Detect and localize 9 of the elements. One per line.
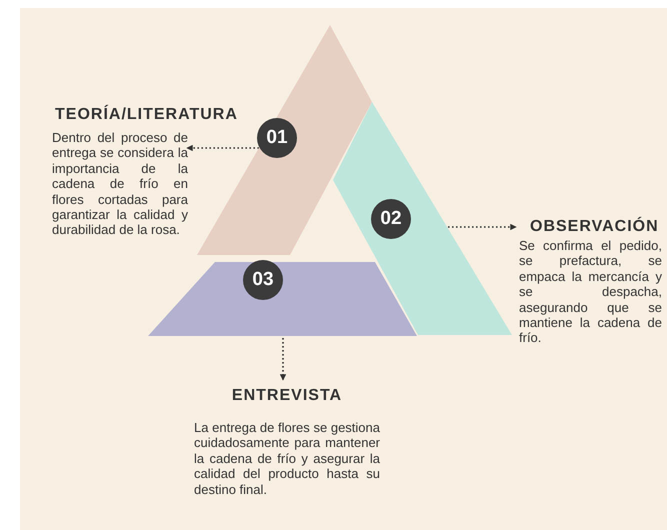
dotted-arrow bbox=[280, 338, 286, 381]
dotted-arrow bbox=[448, 224, 517, 230]
description-text: La entrega de flores se gestiona cuidadosamente para mantener la cadena de frío y asegurar la calidad del producto hasta su destino final. bbox=[194, 420, 380, 498]
description-text: Se confirma el pedido, se prefactura, se empaca la mercancía y se despacha, asegurando que se mantiene la cadena de frío. bbox=[519, 238, 662, 346]
section-heading: TEORÍA/LITERATURA bbox=[55, 106, 238, 124]
dotted-arrow bbox=[186, 144, 259, 152]
section-heading: ENTREVISTA bbox=[230, 387, 344, 405]
description-text: Dentro del proceso de entrega se considera la importancia de la cadena de frío en flores cortadas para garantizar la calidad y durabilidad de la rosa. bbox=[52, 130, 188, 238]
section-heading: OBSERVACIÓN bbox=[530, 218, 659, 236]
